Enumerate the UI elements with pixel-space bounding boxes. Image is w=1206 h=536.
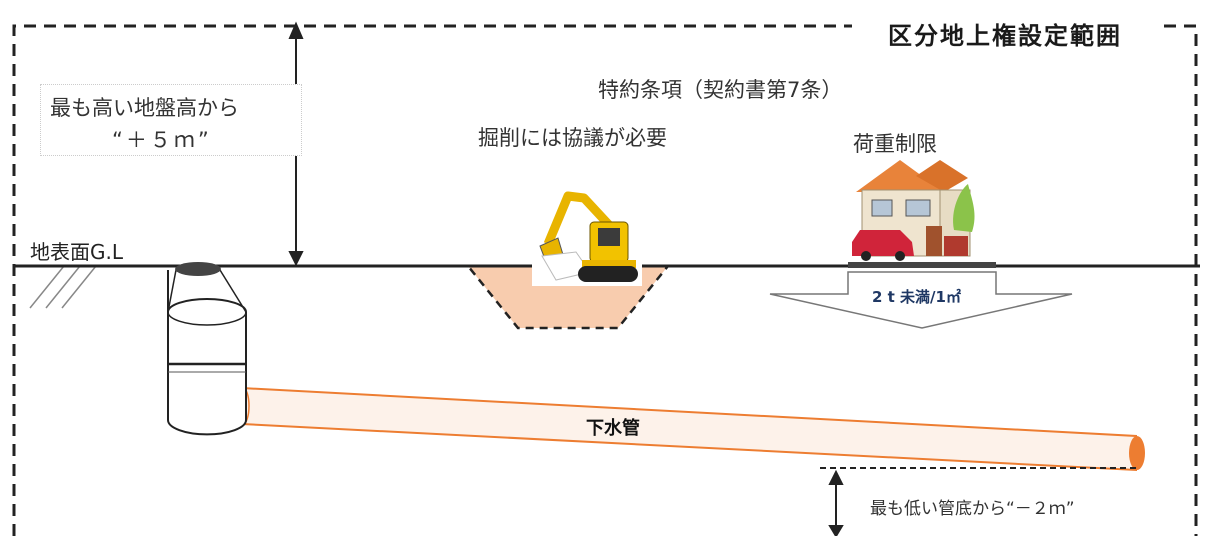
- range-title: 区分地上権設定範囲: [852, 14, 1158, 52]
- sewer-pipe: [236, 386, 1145, 472]
- load-limit-label: 荷重制限: [853, 132, 937, 156]
- excavation-note: 掘削には協議が必要: [478, 126, 667, 150]
- manhole: [167, 262, 247, 436]
- lower-limit-arrow: [828, 469, 844, 536]
- special-clause-label: 特約条項（契約書第7条）: [598, 78, 843, 102]
- range-boundary: [12, 24, 1198, 536]
- excavator-icon: [532, 190, 642, 286]
- sewer-pipe-label: 下水管: [586, 418, 640, 439]
- lower-limit-box: [854, 482, 1170, 528]
- ground-level-label: 地表面G.L: [30, 240, 123, 264]
- pipe-end: [1129, 436, 1145, 470]
- load-limit-value: 2 t 未満/1㎡: [872, 288, 961, 306]
- load-arrow: [769, 271, 1073, 329]
- lower-limit-label: 最も低い管底から“－２ｍ”: [870, 499, 1075, 519]
- load-base: [848, 262, 996, 268]
- upper-limit-box: [40, 84, 302, 156]
- upper-limit-line1: 最も高い地盤高から: [50, 96, 239, 120]
- house-icon: [848, 160, 978, 262]
- upper-limit-line2: “＋５ｍ”: [112, 128, 212, 152]
- ground-hatching: [29, 265, 97, 309]
